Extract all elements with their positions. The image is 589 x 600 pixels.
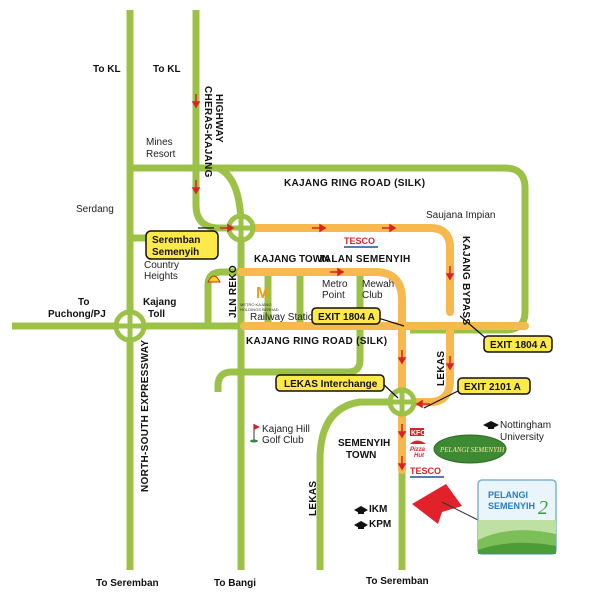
tesco-bottom-text: TESCO	[410, 466, 441, 476]
label-jalan-semenyih: JALAN SEMENYIH	[318, 254, 411, 265]
callout-exit-2101a-text: EXIT 2101 A	[464, 382, 521, 393]
label-to-kl-left: To KL	[93, 64, 121, 75]
tesco-top: TESCO	[344, 236, 378, 248]
mortarboard-icon	[483, 421, 499, 429]
pelangi-logo-line-2: SEMENYIH	[488, 501, 535, 511]
label-mines-1: Mines	[146, 137, 173, 148]
destination-pointer-icon	[412, 484, 479, 524]
label-mewah-1: Mewah	[362, 279, 394, 290]
pelangi-badge-text: PELANGI SEMENYIH	[439, 446, 505, 454]
label-lekas-bottom: LEKAS	[308, 481, 319, 516]
callout-exit-1804a-right-text: EXIT 1804 A	[490, 340, 547, 351]
label-country-1: Country	[144, 260, 179, 271]
label-metro-point-2: Point	[322, 290, 345, 301]
label-to-seremban-left: To Seremban	[96, 578, 159, 589]
label-to-bangi: To Bangi	[214, 578, 256, 589]
callout-exit-1804a-mid: EXIT 1804 A	[311, 307, 405, 327]
road-silk-mid	[204, 268, 364, 392]
road-lekas	[316, 398, 402, 570]
callout-lekas-interchange: LEKAS Interchange	[275, 374, 399, 399]
label-kajang-hill-2: Golf Club	[262, 435, 304, 446]
kfc-text: KFC	[411, 430, 425, 437]
route-exit-2101a	[398, 322, 454, 406]
recommended-route	[237, 224, 529, 474]
label-ikm: IKM	[369, 504, 387, 515]
route-jalan-semenyih	[237, 268, 406, 474]
red-arrow-icon	[191, 94, 455, 471]
label-country-2: Heights	[144, 271, 178, 282]
label-cheras-kajang-2: HIGHWAY	[213, 94, 224, 143]
callout-seremban-text: Seremban	[152, 235, 200, 246]
label-to-puchong-1: To	[78, 297, 89, 308]
label-lekas-right: LEKAS	[436, 351, 447, 386]
pizza-hut-logo: Pizza Hut	[410, 440, 426, 459]
label-jln-reko: JLN REKO	[228, 265, 239, 318]
label-kpm: KPM	[369, 519, 391, 530]
label-nse: NORTH-SOUTH EXPRESSWAY	[140, 340, 151, 492]
label-kajang-town: KAJANG TOWN	[254, 254, 329, 265]
pelangi-semenyih-2-logo: PELANGI SEMENYIH 2	[477, 479, 557, 555]
mortarboard-icon	[354, 521, 368, 529]
metro-kajang-line-1: METRO KAJANG	[240, 302, 272, 307]
pelangi-logo-number: 2	[538, 497, 548, 519]
metro-kajang-logo: M METRO KAJANG HOLDINGS BERHAD	[240, 285, 279, 312]
pelangi-logo-line-1: PELANGI	[488, 490, 528, 500]
pizza-hut-text-2: Hut	[414, 453, 425, 459]
label-kajang-toll-2: Toll	[148, 309, 165, 320]
pizza-hut-text-1: Pizza	[410, 447, 426, 453]
label-nottingham-1: Nottingham	[500, 420, 551, 431]
label-cheras-kajang-1: CHERAS-KAJANG	[202, 86, 213, 178]
callout-exit-1804a-right: EXIT 1804 A	[459, 315, 553, 353]
shell-logo-icon	[207, 275, 221, 283]
label-silk-mid: KAJANG RING ROAD (SILK)	[246, 336, 387, 347]
label-kajang-hill-1: Kajang Hill	[262, 424, 310, 435]
label-mines-2: Resort	[146, 149, 176, 160]
mortarboard-icon	[354, 506, 368, 514]
label-mewah-2: Club	[362, 290, 383, 301]
tesco-bottom: TESCO	[410, 466, 444, 478]
label-kajang-toll-1: Kajang	[143, 297, 176, 308]
label-railway: Railway Station	[250, 312, 319, 323]
label-kajang-bypass: KAJANG BYPASS	[460, 236, 471, 325]
callout-seremban-semenyih: Seremban Semenyih	[145, 227, 219, 260]
kfc-logo: KFC	[410, 428, 425, 437]
metro-kajang-line-2: HOLDINGS BERHAD	[240, 307, 279, 312]
route-cheras-to-silk	[237, 224, 454, 316]
label-to-kl-right: To KL	[153, 64, 181, 75]
label-serdang: Serdang	[76, 204, 114, 215]
label-semenyih-town-1: SEMENYIH	[338, 438, 390, 449]
tesco-top-text: TESCO	[344, 236, 375, 246]
road-network	[12, 10, 529, 570]
golf-flag-icon	[250, 424, 260, 443]
label-metro-point-1: Metro	[322, 279, 348, 290]
road-cheras-kajang	[192, 10, 241, 232]
metro-kajang-logo-mark: M	[256, 285, 269, 302]
callout-lekas-interchange-text: LEKAS Interchange	[284, 379, 378, 390]
callout-semenyih-text: Semenyih	[152, 247, 199, 258]
label-saujana: Saujana Impian	[426, 210, 496, 221]
callout-exit-1804a-mid-text: EXIT 1804 A	[318, 312, 375, 323]
label-semenyih-town-2: TOWN	[346, 450, 376, 461]
label-silk-top: KAJANG RING ROAD (SILK)	[284, 178, 425, 189]
label-to-seremban-right: To Seremban	[366, 576, 429, 587]
callout-exit-2101a: EXIT 2101 A	[423, 377, 531, 409]
label-to-puchong-2: Puchong/PJ	[48, 309, 106, 320]
pelangi-semenyih-badge: PELANGI SEMENYIH	[433, 434, 507, 464]
label-nottingham-2: University	[500, 432, 544, 443]
